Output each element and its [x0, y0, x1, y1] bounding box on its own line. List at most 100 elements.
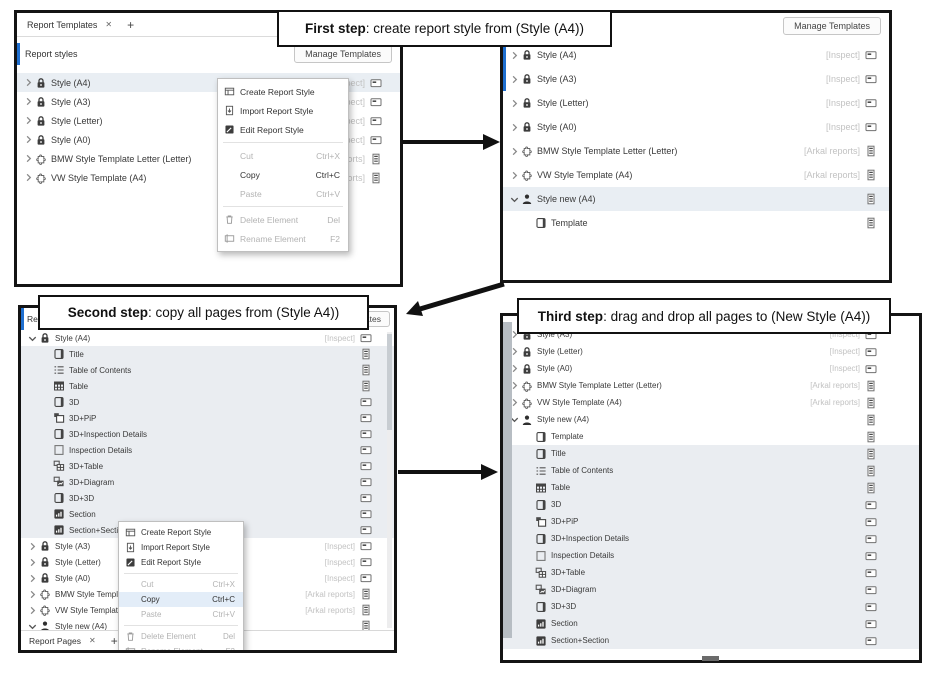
menu-item-create-report-style[interactable]: Create Report Style	[218, 82, 348, 101]
doc-landscape-icon[interactable]	[360, 396, 372, 408]
doc-portrait-icon[interactable]	[360, 588, 372, 600]
chevron-right-icon[interactable]	[509, 98, 520, 109]
doc-portrait-icon[interactable]	[865, 482, 877, 494]
tab-report-pages[interactable]: Report Pages	[29, 635, 81, 646]
chevron-right-icon[interactable]	[509, 146, 520, 157]
tree-row[interactable]: BMW Style Template Letter (Letter)[Arkal…	[503, 139, 889, 163]
doc-landscape-icon[interactable]	[865, 363, 877, 375]
tree-row[interactable]: Section+Section	[503, 632, 919, 649]
tree-row[interactable]: 3D	[503, 496, 919, 513]
tree-row[interactable]: 3D+PiP	[503, 513, 919, 530]
tree-row[interactable]: Inspection Details	[503, 547, 919, 564]
tree-row[interactable]: Template	[503, 428, 919, 445]
tree-row[interactable]: Table	[21, 378, 394, 394]
chevron-right-icon[interactable]	[27, 541, 38, 552]
scrollbar-thumb[interactable]	[503, 322, 512, 638]
chevron-down-icon[interactable]	[509, 194, 520, 205]
tree-row[interactable]: 3D+Table	[503, 564, 919, 581]
menu-item-import-report-style[interactable]: Import Report Style	[218, 101, 348, 120]
close-tab-icon[interactable]: ✕	[88, 636, 96, 645]
doc-portrait-icon[interactable]	[370, 153, 382, 165]
tree-row[interactable]: BMW Style Template Letter (Letter)[Arkal…	[21, 586, 394, 602]
doc-landscape-icon[interactable]	[865, 584, 877, 596]
menu-item-edit-report-style[interactable]: Edit Report Style	[119, 555, 243, 570]
menu-item-import-report-style[interactable]: Import Report Style	[119, 540, 243, 555]
tree-row[interactable]: Table of Contents	[21, 362, 394, 378]
scrollbar-thumb[interactable]	[387, 334, 392, 430]
vertical-scrollbar[interactable]	[387, 332, 392, 628]
doc-landscape-icon[interactable]	[865, 49, 877, 61]
doc-landscape-icon[interactable]	[360, 508, 372, 520]
doc-landscape-icon[interactable]	[865, 346, 877, 358]
manage-templates-button[interactable]: Manage Templates	[783, 17, 881, 35]
doc-landscape-icon[interactable]	[370, 96, 382, 108]
tree-row[interactable]: BMW Style Template Letter (Letter)[Arkal…	[503, 377, 919, 394]
doc-landscape-icon[interactable]	[865, 73, 877, 85]
doc-portrait-icon[interactable]	[865, 169, 877, 181]
doc-portrait-icon[interactable]	[865, 448, 877, 460]
tree-row[interactable]: Style (A0)[Inspect]	[503, 360, 919, 377]
doc-portrait-icon[interactable]	[865, 193, 877, 205]
chevron-right-icon[interactable]	[509, 122, 520, 133]
chevron-right-icon[interactable]	[23, 153, 34, 164]
doc-portrait-icon[interactable]	[360, 380, 372, 392]
tree-row[interactable]: 3D+Inspection Details	[503, 530, 919, 547]
tree-row[interactable]: 3D+Diagram	[503, 581, 919, 598]
doc-portrait-icon[interactable]	[360, 604, 372, 616]
menu-item-create-report-style[interactable]: Create Report Style	[119, 525, 243, 540]
doc-landscape-icon[interactable]	[370, 134, 382, 146]
tab-report-templates[interactable]: Report Templates	[27, 19, 98, 30]
tree-row[interactable]: VW Style Template (A4)[Arkal reports]	[21, 602, 394, 618]
doc-landscape-icon[interactable]	[865, 567, 877, 579]
doc-landscape-icon[interactable]	[865, 533, 877, 545]
menu-item-edit-report-style[interactable]: Edit Report Style	[218, 120, 348, 139]
tree-row[interactable]: Style (Letter)[Inspect]	[503, 343, 919, 360]
chevron-right-icon[interactable]	[509, 329, 520, 340]
tree-row[interactable]: 3D+Diagram	[21, 474, 394, 490]
chevron-right-icon[interactable]	[23, 115, 34, 126]
tree-row[interactable]: Style (A0)[Inspect]	[503, 115, 889, 139]
splitter-handle[interactable]	[702, 656, 719, 661]
tree-row[interactable]: VW Style Template (A4)[Arkal reports]	[503, 163, 889, 187]
doc-portrait-icon[interactable]	[865, 380, 877, 392]
tree-row[interactable]: Style (A3)[Inspect]	[21, 538, 394, 554]
doc-landscape-icon[interactable]	[865, 618, 877, 630]
doc-landscape-icon[interactable]	[360, 556, 372, 568]
tree-row[interactable]: 3D+3D	[21, 490, 394, 506]
chevron-down-icon[interactable]	[509, 414, 520, 425]
doc-portrait-icon[interactable]	[865, 145, 877, 157]
chevron-right-icon[interactable]	[509, 363, 520, 374]
chevron-down-icon[interactable]	[27, 333, 38, 344]
doc-landscape-icon[interactable]	[360, 428, 372, 440]
doc-landscape-icon[interactable]	[865, 550, 877, 562]
doc-landscape-icon[interactable]	[360, 460, 372, 472]
chevron-right-icon[interactable]	[509, 170, 520, 181]
tree-row[interactable]: Style new (A4)	[21, 618, 394, 634]
tree-row[interactable]: Style new (A4)	[503, 187, 889, 211]
doc-portrait-icon[interactable]	[865, 465, 877, 477]
manage-templates-button[interactable]: Manage Templates	[294, 45, 392, 63]
chevron-right-icon[interactable]	[23, 96, 34, 107]
doc-landscape-icon[interactable]	[865, 97, 877, 109]
chevron-right-icon[interactable]	[509, 380, 520, 391]
tree-row[interactable]: 3D	[21, 394, 394, 410]
doc-landscape-icon[interactable]	[360, 492, 372, 504]
chevron-right-icon[interactable]	[23, 134, 34, 145]
doc-portrait-icon[interactable]	[865, 414, 877, 426]
tree-row[interactable]: Style (A3)[Inspect]	[503, 67, 889, 91]
tree-row[interactable]: Style new (A4)	[503, 411, 919, 428]
chevron-right-icon[interactable]	[509, 346, 520, 357]
tree-row[interactable]: Inspection Details	[21, 442, 394, 458]
doc-landscape-icon[interactable]	[865, 499, 877, 511]
tree-row[interactable]: 3D+PiP	[21, 410, 394, 426]
tree-row[interactable]: Style (A4)[Inspect]	[503, 43, 889, 67]
doc-portrait-icon[interactable]	[865, 431, 877, 443]
tree-row[interactable]: Section	[21, 506, 394, 522]
doc-landscape-icon[interactable]	[360, 524, 372, 536]
doc-landscape-icon[interactable]	[370, 77, 382, 89]
chevron-right-icon[interactable]	[23, 172, 34, 183]
doc-landscape-icon[interactable]	[370, 115, 382, 127]
doc-portrait-icon[interactable]	[865, 397, 877, 409]
tree-row[interactable]: Style (Letter)[Inspect]	[21, 554, 394, 570]
